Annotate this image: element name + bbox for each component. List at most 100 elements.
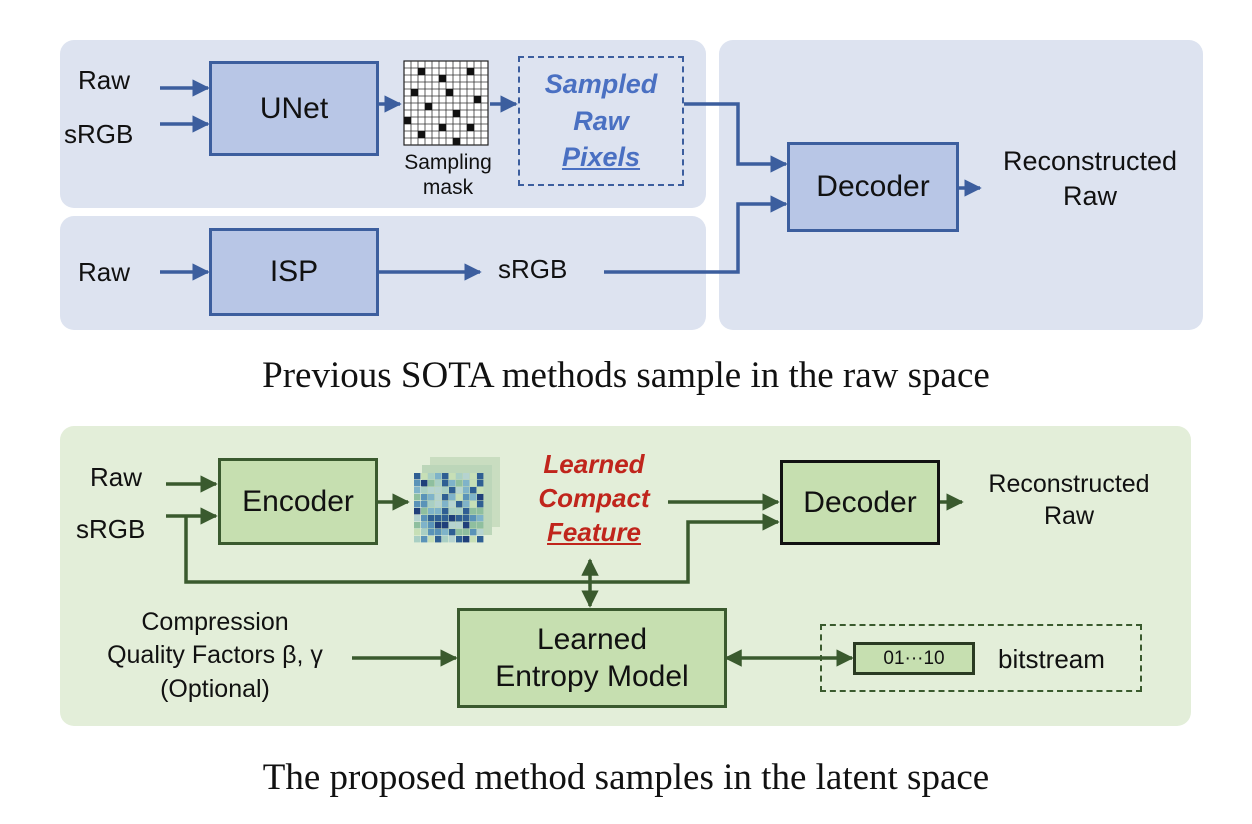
- feature-cell: [442, 501, 449, 508]
- feature-cell: [463, 473, 470, 480]
- encoder-block: Encoder: [218, 458, 378, 545]
- feature-cell: [463, 480, 470, 487]
- feature-cell: [414, 501, 421, 508]
- feature-cell: [463, 522, 470, 529]
- srgb-to-decoder-arrow: [604, 195, 788, 274]
- feature-cell: [435, 473, 442, 480]
- feature-cell: [463, 487, 470, 494]
- quality-line3: (Optional): [160, 674, 270, 703]
- mask-sampled-cell: [467, 68, 474, 75]
- feature-cell: [456, 501, 463, 508]
- feature-cell: [449, 473, 456, 480]
- feature-cell: [442, 473, 449, 480]
- mask-sampled-cell: [404, 117, 411, 124]
- isp-raw-input-label: Raw: [78, 257, 131, 287]
- feature-cell: [470, 494, 477, 501]
- feature-cell: [435, 522, 442, 529]
- bitstream-label: bitstream: [998, 644, 1105, 674]
- quality-line2: Quality Factors β, γ: [107, 641, 323, 670]
- feature-cell: [442, 515, 449, 522]
- feature-cell: [428, 487, 435, 494]
- top-output-label: Reconstructed Raw: [980, 144, 1200, 213]
- feature-cell: [421, 487, 428, 494]
- feature-cell: [421, 529, 428, 536]
- feature-cell: [477, 487, 484, 494]
- feature-cell: [470, 487, 477, 494]
- feature-map-stack: [414, 457, 500, 543]
- top-output-line2: Raw: [1062, 180, 1117, 211]
- feature-cell: [428, 536, 435, 543]
- feature-cell: [463, 508, 470, 515]
- top-decoder-block: Decoder: [787, 142, 959, 232]
- mask-sampled-cell: [439, 124, 446, 131]
- feature-cell: [470, 529, 477, 536]
- feature-cell: [449, 501, 456, 508]
- feature-cell: [414, 473, 421, 480]
- srgb-bypass-to-decoder-arrow: [184, 513, 780, 584]
- feature-cell: [428, 480, 435, 487]
- feature-cell: [421, 536, 428, 543]
- feature-cell: [442, 480, 449, 487]
- compression-quality-label: Compression Quality Factors β, γ (Option…: [80, 606, 350, 706]
- feature-cell: [421, 515, 428, 522]
- feature-cell: [421, 473, 428, 480]
- feature-cell: [456, 522, 463, 529]
- top-output-line1: Reconstructed: [1002, 146, 1178, 176]
- mask-sampled-cell: [439, 75, 446, 82]
- feature-cell: [435, 501, 442, 508]
- mask-sampled-cell: [418, 131, 425, 138]
- feature-cell: [435, 515, 442, 522]
- feature-cell: [449, 515, 456, 522]
- sampled-line1: Sampled: [544, 69, 658, 100]
- feature-cell: [435, 508, 442, 515]
- feature-cell: [456, 508, 463, 515]
- feature-cell: [470, 522, 477, 529]
- sampling-mask-line1: Sampling: [404, 151, 492, 174]
- feature-cell: [435, 529, 442, 536]
- bottom-caption: The proposed method samples in the laten…: [262, 757, 990, 798]
- feature-cell: [428, 515, 435, 522]
- learned-line2: Compact: [538, 482, 650, 513]
- feature-cell: [456, 494, 463, 501]
- feature-cell: [477, 522, 484, 529]
- bottom-decoder-block: Decoder: [780, 460, 940, 545]
- mask-sampled-cell: [453, 138, 460, 145]
- feature-cell: [449, 487, 456, 494]
- feature-cell: [428, 494, 435, 501]
- feature-cell: [442, 529, 449, 536]
- feature-cell: [470, 473, 477, 480]
- feature-cell: [463, 501, 470, 508]
- feature-cell: [449, 529, 456, 536]
- feature-cell: [428, 522, 435, 529]
- feature-cell: [477, 473, 484, 480]
- feature-cell: [477, 536, 484, 543]
- feature-cell: [442, 536, 449, 543]
- top-srgb-input-label: sRGB: [64, 119, 134, 149]
- feature-cell: [435, 480, 442, 487]
- feature-cell: [470, 501, 477, 508]
- feature-cell: [449, 508, 456, 515]
- feature-cell: [470, 515, 477, 522]
- feature-cell: [456, 529, 463, 536]
- unet-block: UNet: [209, 61, 379, 156]
- feature-cell: [470, 508, 477, 515]
- sampled-raw-pixels-box: Sampled Raw Pixels: [518, 56, 684, 186]
- feature-cell: [435, 494, 442, 501]
- entropy-line2: Entropy Model: [495, 660, 689, 693]
- feature-cell: [414, 494, 421, 501]
- feature-cell: [442, 508, 449, 515]
- mask-sampled-cell: [446, 89, 453, 96]
- mask-sampled-cell: [453, 110, 460, 117]
- feature-cell: [414, 522, 421, 529]
- sampling-mask-label: Sampling mask: [388, 150, 508, 200]
- feature-cell: [442, 522, 449, 529]
- learned-line3: Feature: [547, 516, 641, 547]
- feature-cell: [449, 522, 456, 529]
- feature-cell: [456, 480, 463, 487]
- feature-cell: [421, 522, 428, 529]
- feature-cell: [463, 529, 470, 536]
- feature-cell: [435, 487, 442, 494]
- feature-cell: [414, 508, 421, 515]
- feature-cell: [463, 494, 470, 501]
